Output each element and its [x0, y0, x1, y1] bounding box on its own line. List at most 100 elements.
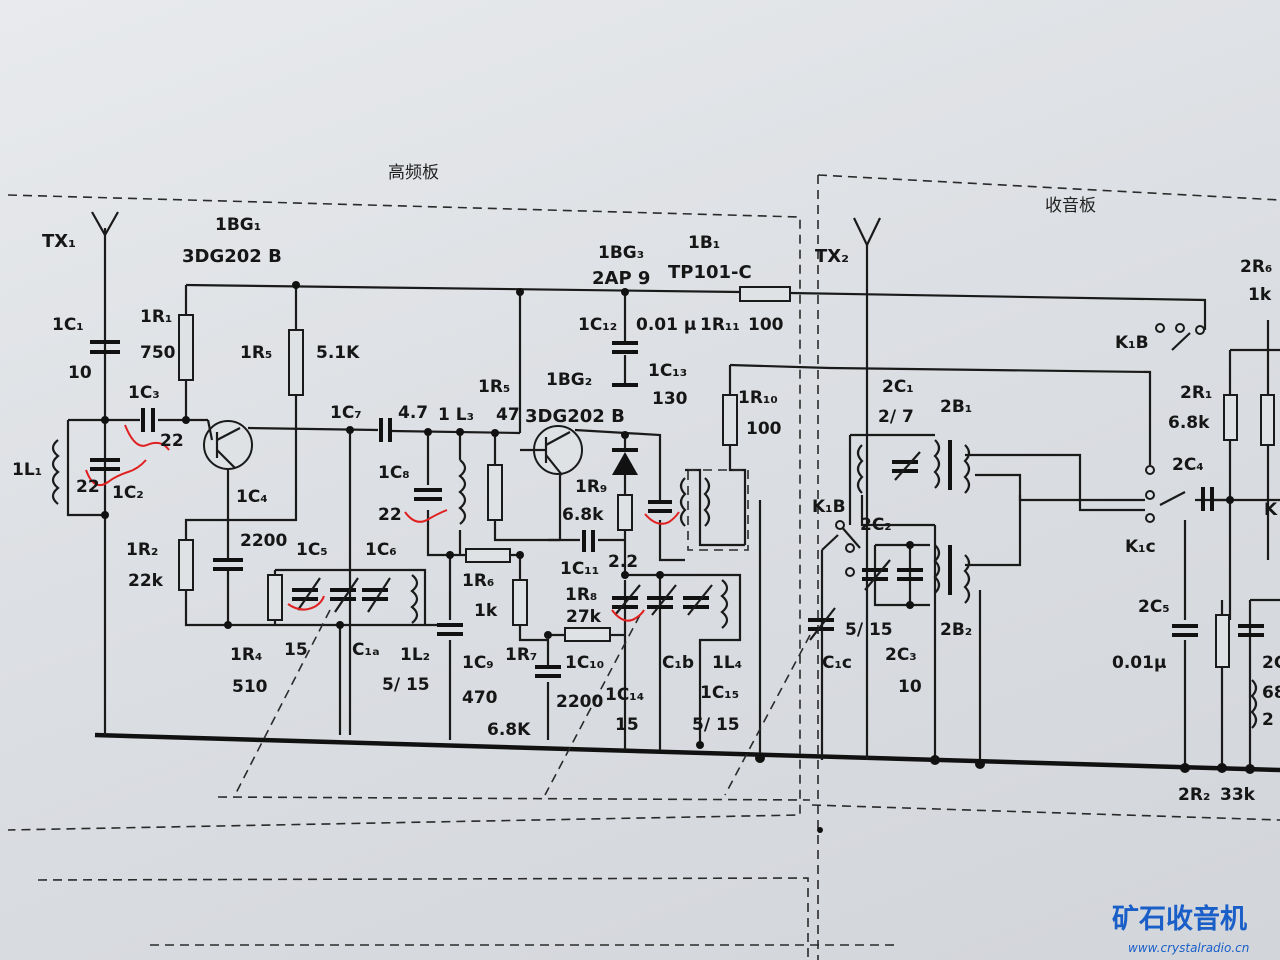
label-1r7-val: 6.8K [487, 720, 531, 740]
antenna-tx1-icon [91, 211, 119, 238]
label-2r6: 2R₆ [1240, 257, 1272, 277]
label-2c5-val: 0.01μ [1112, 653, 1166, 673]
label-1c12: 1C₁₂ [578, 315, 617, 335]
label-2c3-val: 10 [898, 677, 922, 697]
label-1l3: 1 L₃ [438, 405, 474, 425]
label-1c7-val: 4.7 [398, 403, 428, 423]
resistors [178, 286, 1275, 668]
label-1c9-val: 470 [462, 688, 498, 708]
label-1r10: 1R₁₀ [738, 388, 778, 408]
label-2r6-val: 1k [1248, 285, 1272, 305]
label-1c9: 1C₉ [462, 653, 494, 673]
label-1c1-val: 10 [68, 363, 92, 383]
switch-contacts [821, 323, 1205, 577]
label-1r4-val: 510 [232, 677, 268, 697]
label-1c8-val: 22 [378, 505, 402, 525]
label-2c4: 2C₄ [1172, 455, 1204, 475]
inductors [51, 439, 1258, 729]
label-2c1-val: 2/ 7 [878, 407, 914, 427]
label-1c12-val: 0.01 μ [636, 315, 696, 335]
transistor-1bg2 [520, 425, 583, 476]
junction-dots [101, 281, 1255, 833]
label-2c5: 2C₅ [1138, 597, 1170, 617]
label-1b1-type: TP101-C [668, 262, 752, 283]
label-1l1: 1L₁ [12, 460, 42, 480]
label-1r9-val: 6.8k [562, 505, 604, 525]
ground-bus [94, 732, 1280, 773]
label-1c5: 1C₅ [296, 540, 328, 560]
label-1r2-val: 22k [128, 571, 164, 591]
label-c1a: C₁ₐ [352, 640, 380, 660]
label-1l2-val: 5/ 15 [382, 675, 430, 695]
rf-board-outline [7, 194, 900, 960]
transistor-1bg1 [203, 419, 253, 470]
label-1r1: 1R₁ [140, 307, 172, 327]
label-1c2: 1C₂ [112, 483, 144, 503]
label-2r1-val: 6.8k [1168, 413, 1210, 433]
receiver-board-title: 收音板 [1045, 196, 1096, 216]
label-1c2-val: 22 [76, 477, 100, 497]
label-2r1: 2R₁ [1180, 383, 1212, 403]
label-tx1: TX₁ [42, 231, 76, 252]
label-k1b-top: K₁B [1115, 333, 1149, 353]
label-2r2-val: 33k [1220, 785, 1256, 805]
label-1c13-val: 130 [652, 389, 688, 409]
label-1bg3: 1BG₃ [598, 243, 644, 263]
antenna-tx2-icon [853, 217, 881, 248]
label-1bg2: 1BG₂ [546, 370, 592, 390]
label-1r8: 1R₈ [565, 585, 597, 605]
label-1c14-val: 15 [615, 715, 639, 735]
label-1r11-val: 100 [748, 315, 784, 335]
label-2r2: 2R₂ [1178, 785, 1210, 805]
label-1r2: 1R₂ [126, 540, 158, 560]
label-1c6: 1C₆ [365, 540, 397, 560]
red-hand-annotations [85, 424, 680, 622]
label-1r7: 1R₇ [505, 645, 537, 665]
label-1bg2-type: 3DG202 B [525, 406, 625, 427]
label-1r5b: 1R₅ [478, 377, 510, 397]
label-1c11: 1C₁₁ [560, 559, 599, 579]
label-1bg1: 1BG₁ [215, 215, 261, 235]
label-k1b-left: K₁B [812, 497, 846, 517]
label-1r5a: 1R₅ [240, 343, 272, 363]
label-2b2: 2B₂ [940, 620, 972, 640]
label-1c5-val: 15 [284, 640, 308, 660]
label-1r5a-val: 5.1K [316, 343, 360, 363]
label-1bg1-type: 3DG202 B [182, 246, 282, 267]
label-edge-68: 68 [1262, 683, 1280, 703]
label-1r6-val: 1k [474, 601, 498, 621]
label-2c1: 2C₁ [882, 377, 914, 397]
label-1l4: 1L₄ [712, 653, 742, 673]
label-1c1: 1C₁ [52, 315, 84, 335]
label-1c14: 1C₁₄ [605, 685, 644, 705]
label-1r9: 1R₉ [575, 477, 607, 497]
rf-board-title: 高频板 [388, 163, 439, 183]
label-1c4-val: 2200 [240, 531, 287, 551]
label-2c2: 2C₂ [860, 515, 892, 535]
label-1r8-val: 27k [566, 607, 602, 627]
label-edge-2c: 2C [1262, 653, 1280, 673]
label-1c15: 1C₁₅ [700, 683, 739, 703]
label-1c10: 1C₁₀ [565, 653, 604, 673]
label-c1b: C₁b [662, 653, 694, 673]
label-1l2: 1L₂ [400, 645, 430, 665]
label-2c3: 2C₃ [885, 645, 917, 665]
label-1r11: 1R₁₁ [700, 315, 740, 335]
label-1r10-val: 100 [746, 419, 782, 439]
watermark-name: 矿石收音机 [1112, 903, 1247, 935]
label-k1c: K₁c [1125, 537, 1156, 557]
label-1c8: 1C₈ [378, 463, 410, 483]
label-edge-k: K [1264, 500, 1278, 520]
diode-1bg3 [612, 448, 638, 475]
label-1r4: 1R₄ [230, 645, 262, 665]
label-1c3-val: 22 [160, 431, 184, 451]
label-c1c: C₁c [822, 653, 852, 673]
label-1r5b-val: 47 [496, 405, 520, 425]
label-1b1: 1B₁ [688, 233, 720, 253]
label-edge-2: 2 [1262, 710, 1274, 730]
variable-cap-arrows [297, 451, 921, 641]
watermark-url: www.crystalradio.cn [1128, 941, 1249, 955]
label-1c11-val: 2.2 [608, 552, 638, 572]
component-labels: 高频板 收音板 TX₁ TX₂ 1BG₁ 3DG202 B 1BG₃ 2AP 9… [12, 163, 1280, 805]
